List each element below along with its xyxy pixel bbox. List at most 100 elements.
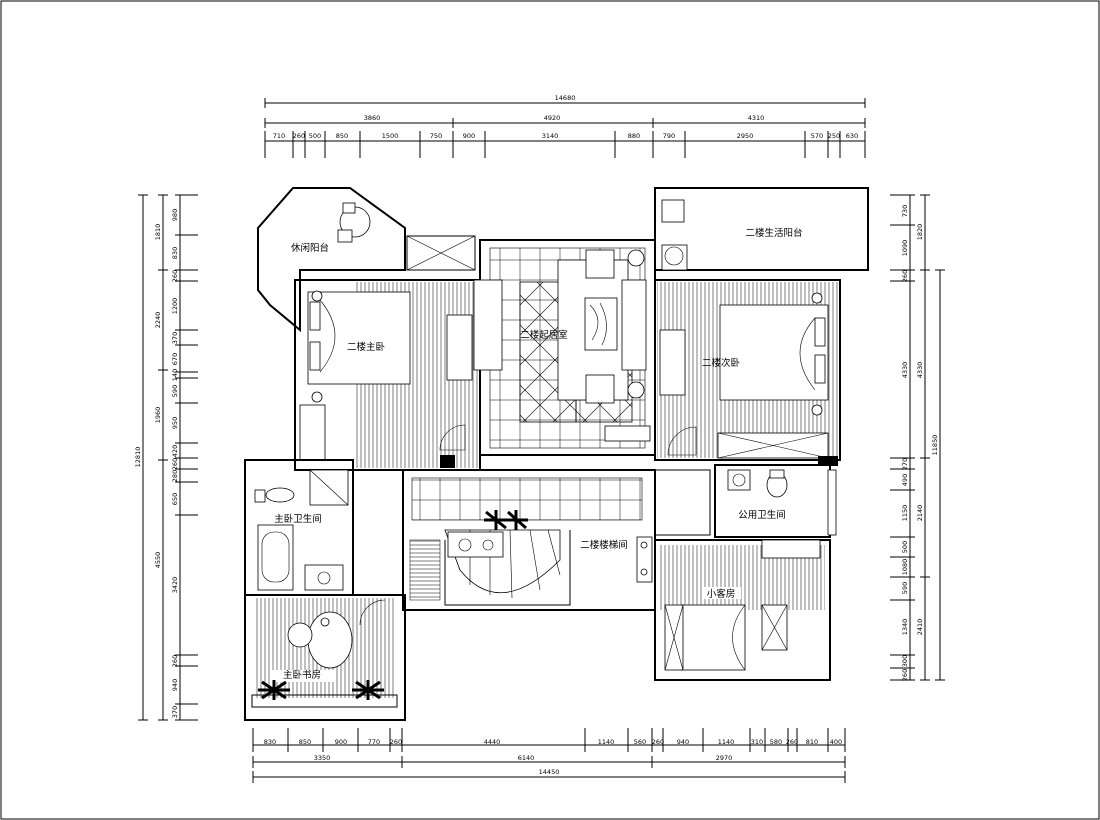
dim-right-d4: 4330 — [901, 362, 909, 379]
dim-bot-d7: 1140 — [598, 738, 615, 746]
dim-bot-mid-3: 2970 — [716, 754, 733, 762]
dim-top-d6: 750 — [430, 132, 442, 140]
dim-right-d10: 590 — [901, 582, 909, 594]
room-label-living-room: 二楼起居室 — [520, 329, 568, 341]
dim-left-d15: 260 — [171, 655, 179, 667]
dim-right-d3: 260 — [901, 270, 909, 282]
dim-bot-mid-1: 3350 — [314, 754, 331, 762]
dim-left-d14: 3420 — [171, 577, 179, 594]
dim-bot-d8: 560 — [634, 738, 646, 746]
study — [244, 594, 406, 721]
dim-bot-d2: 850 — [299, 738, 311, 746]
dim-right-d6: 490 — [901, 474, 909, 486]
stairwell — [402, 469, 656, 611]
dim-bot-d9: 260 — [652, 738, 664, 746]
room-label-life-balcony: 二楼生活阳台 — [745, 227, 802, 239]
second-bedroom — [654, 279, 841, 466]
dim-right-mid-4: 2410 — [916, 619, 924, 636]
dim-top-d2: 260 — [293, 132, 305, 140]
dim-top-d13: 250 — [828, 132, 840, 140]
dim-bot-d1: 830 — [264, 738, 276, 746]
dim-left-d6: 670 — [171, 353, 179, 365]
dim-top-d12: 570 — [811, 132, 823, 140]
room-label-study: 主卧书房 — [283, 669, 321, 681]
dim-bot-d14: 260 — [786, 738, 798, 746]
life-balcony — [654, 187, 869, 271]
dim-left-overall: 12810 — [134, 447, 142, 468]
dim-bot-d4: 770 — [368, 738, 380, 746]
room-label-master-bath: 主卧卫生间 — [274, 513, 322, 525]
dim-left-d8: 590 — [171, 385, 179, 397]
dim-left-d4: 1200 — [171, 298, 179, 315]
dim-bot-overall: 14450 — [539, 768, 560, 776]
dim-right-d9: 1080 — [901, 559, 909, 576]
dim-right-d5: 270 — [901, 458, 909, 470]
dim-left-d9: 950 — [171, 417, 179, 429]
dim-left-mid-1: 1810 — [154, 224, 162, 241]
dim-left-d11: 260 — [171, 458, 179, 470]
dim-top-d5: 1500 — [382, 132, 399, 140]
dim-left-d7: 140 — [171, 369, 179, 381]
dim-bot-mid-2: 6140 — [518, 754, 535, 762]
dim-left-d16: 940 — [171, 679, 179, 691]
dim-top-d7: 900 — [463, 132, 475, 140]
plant-icon — [484, 510, 528, 530]
corridor-tiles — [654, 469, 711, 536]
dim-top-d11: 2950 — [737, 132, 754, 140]
dim-top-overall: 14680 — [555, 94, 576, 102]
dim-left-mid-3: 1960 — [154, 407, 162, 424]
dim-top-d1: 710 — [273, 132, 285, 140]
dim-top-d10: 790 — [663, 132, 675, 140]
dim-top-d14: 630 — [846, 132, 858, 140]
dim-bot-d16: 400 — [830, 738, 842, 746]
dim-right-mid-3: 2140 — [916, 505, 924, 522]
dim-left-mid-4: 4550 — [154, 552, 162, 569]
bottom-dimensions: 830 850 900 770 260 4440 1140 560 260 94… — [252, 728, 846, 783]
dim-right-d11: 1340 — [901, 619, 909, 636]
dim-bot-d12: 310 — [751, 738, 763, 746]
plant-icon — [258, 680, 290, 700]
dim-right-d2: 1090 — [901, 240, 909, 257]
dim-right-d12: 300 — [901, 655, 909, 667]
room-label-second-bedroom: 二楼次卧 — [702, 357, 741, 369]
dim-left-d3: 260 — [171, 270, 179, 282]
left-dimensions: 12810 1810 2240 1960 4550 — [134, 194, 198, 721]
dim-right-mid-2: 4330 — [916, 362, 924, 379]
dim-bot-d11: 1140 — [718, 738, 735, 746]
dim-right-d8: 500 — [901, 541, 909, 553]
dim-top-mid-1: 3860 — [364, 114, 381, 122]
public-bath — [714, 464, 837, 538]
leisure-balcony — [257, 187, 406, 333]
dim-left-mid-2: 2240 — [154, 312, 162, 329]
dim-bot-d5: 260 — [390, 738, 402, 746]
dim-bot-d6: 4440 — [484, 738, 501, 746]
dim-top-d8: 3140 — [542, 132, 559, 140]
dim-top-d4: 850 — [336, 132, 348, 140]
dim-left-d2: 830 — [171, 247, 179, 259]
dim-left-d1: 980 — [171, 209, 179, 221]
dim-left-d12: 280 — [171, 470, 179, 482]
master-bedroom — [294, 279, 481, 471]
room-label-master-bedroom: 二楼主卧 — [347, 341, 386, 353]
dim-top-d9: 880 — [628, 132, 640, 140]
dim-bot-d15: 810 — [806, 738, 818, 746]
dim-top-d3: 500 — [309, 132, 321, 140]
room-label-stairwell: 二楼楼梯间 — [580, 539, 628, 551]
living-room — [473, 239, 656, 456]
dim-right-d7: 1150 — [901, 505, 909, 522]
plan-body — [244, 187, 869, 721]
right-dimensions: 730 1090 260 4330 270 490 1150 500 1080 … — [890, 194, 945, 681]
dim-left-d10: 420 — [171, 445, 179, 457]
dim-right-mid-1: 1820 — [916, 224, 924, 241]
dim-bot-d10: 940 — [677, 738, 689, 746]
dim-right-overall: 11850 — [931, 435, 939, 456]
top-dimensions: 14680 3860 4920 4310 710 260 — [264, 94, 866, 158]
dim-right-d1: 730 — [901, 205, 909, 217]
dim-left-d5: 370 — [171, 332, 179, 344]
room-label-public-bath: 公用卫生间 — [738, 509, 786, 521]
dim-left-d17: 370 — [171, 706, 179, 718]
dim-left-d13: 650 — [171, 493, 179, 505]
plant-icon — [352, 680, 384, 700]
